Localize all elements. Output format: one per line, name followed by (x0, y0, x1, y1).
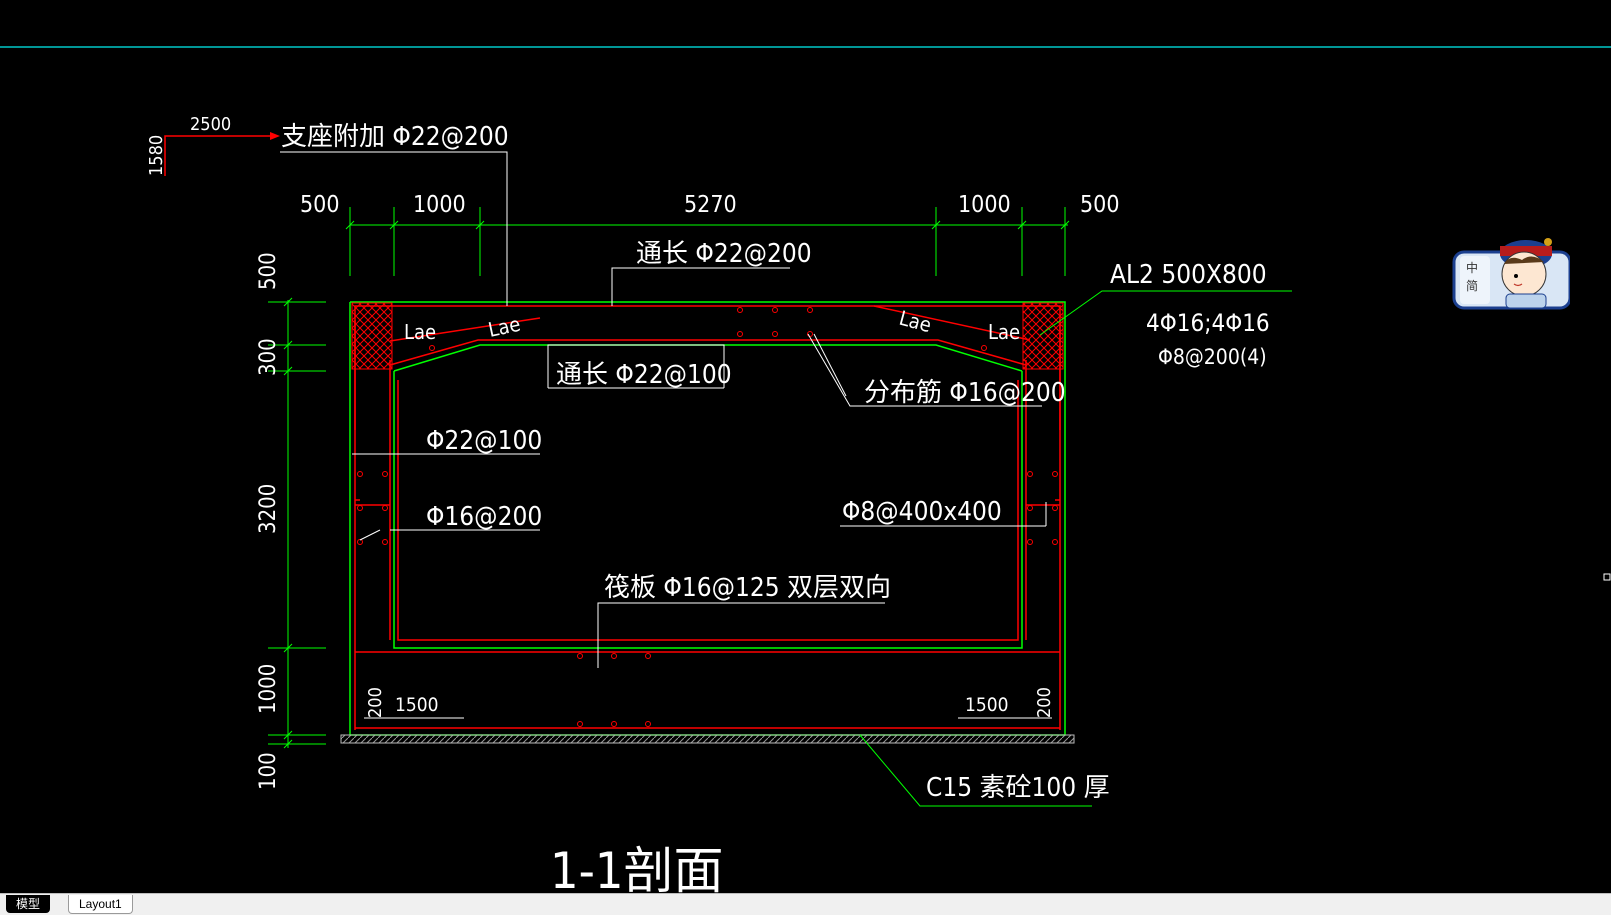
beam-stirrup-label: Φ8@200(4) (1158, 345, 1267, 369)
avatar-icon (1500, 238, 1552, 309)
layout-tab-bar: 模型 Layout1 (0, 893, 1611, 915)
mid-long-label: 通长 Φ22@100 (556, 360, 732, 390)
beam-name-label: AL2 500X800 (1110, 260, 1267, 290)
ime-widget[interactable]: 中 简 (1452, 224, 1572, 312)
right-beam-hatch (1022, 302, 1064, 370)
distribution-label: 分布筋 Φ16@200 (864, 378, 1066, 408)
hook-height-label: 1580 (146, 135, 167, 176)
dim-left-3: 3200 (256, 484, 281, 534)
hook-symbol (164, 135, 270, 176)
leader-lines (280, 151, 1052, 719)
dim-left-5: 100 (256, 752, 281, 790)
section-title: 1-1剖面 (550, 842, 723, 893)
dim-top-2: 1000 (413, 192, 466, 218)
lae-left-2: Lae (486, 312, 522, 342)
dim-bottom-1500-left: 1500 (395, 694, 439, 716)
raft-label: 筏板 Φ16@125 双层双向 (604, 573, 891, 603)
cushion-leader (859, 734, 1092, 807)
wall-horizontal-label: Φ16@200 (426, 502, 542, 532)
top-long-label: 通长 Φ22@200 (636, 239, 812, 269)
dim-bottom-200-left: 200 (365, 687, 386, 718)
hook-arrow (270, 132, 280, 140)
lae-right-1: Lae (897, 306, 934, 337)
tab-model[interactable]: 模型 (6, 895, 51, 913)
wall-vertical-label: Φ22@100 (426, 426, 542, 456)
ime-mode-zhong: 中 (1466, 260, 1478, 275)
beam-main-label: 4Φ16;4Φ16 (1146, 309, 1270, 337)
edge-marker (1603, 573, 1611, 581)
tab-layout1[interactable]: Layout1 (68, 895, 133, 914)
cushion-label: C15 素砼100 厚 (926, 773, 1110, 803)
left-dimension-chain (268, 297, 326, 749)
dim-top-1: 500 (300, 192, 340, 218)
dim-top-3: 5270 (684, 192, 737, 218)
top-dimension-chain (345, 207, 1070, 276)
dim-bottom-200-right: 200 (1034, 687, 1055, 718)
cushion-layer (340, 734, 1075, 744)
support-extra-label: 支座附加 Φ22@200 (281, 122, 509, 152)
left-beam-hatch (351, 302, 393, 370)
dim-left-2: 300 (256, 338, 281, 376)
lae-left-1: Lae (404, 320, 436, 344)
ime-mode-jian: 简 (1466, 279, 1478, 293)
dim-left-4: 1000 (256, 664, 281, 714)
hook-length-label: 2500 (190, 114, 231, 135)
dim-top-4: 1000 (958, 192, 1011, 218)
dim-bottom-1500-right: 1500 (965, 694, 1009, 716)
cad-drawing-canvas[interactable]: 2500 1580 支座附加 Φ22@200 500 1000 5270 100… (0, 0, 1611, 893)
dim-left-1: 500 (256, 252, 281, 290)
rebar-dots (357, 307, 1058, 727)
beam-leader (1039, 290, 1292, 336)
tie-label: Φ8@400x400 (842, 497, 1002, 527)
lae-right-2: Lae (988, 320, 1020, 344)
dim-top-5: 500 (1080, 192, 1120, 218)
